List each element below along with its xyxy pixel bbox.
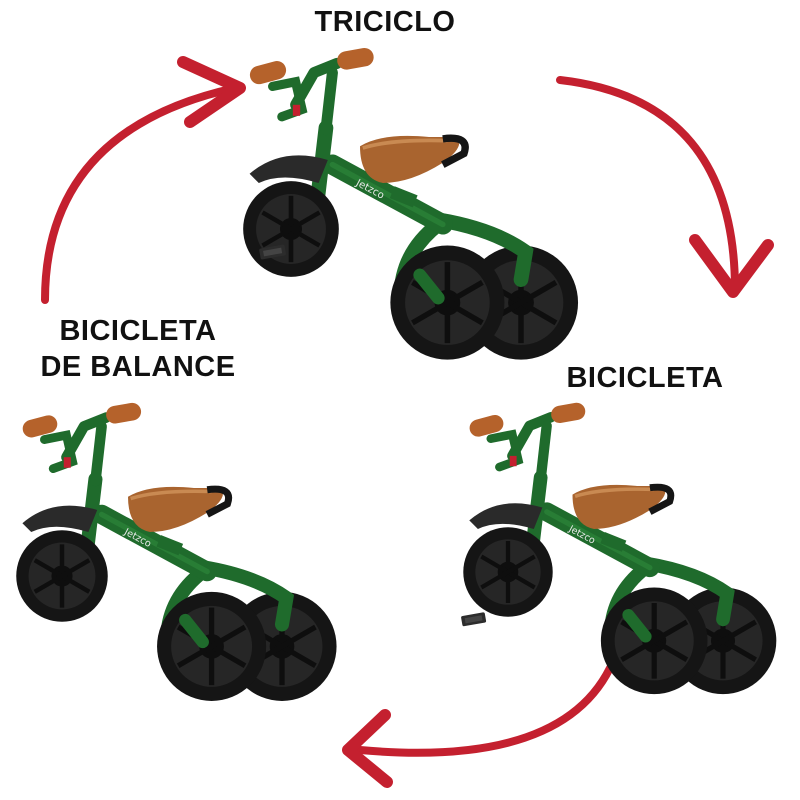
balance-bike-label: BICICLETA DE BALANCE bbox=[20, 313, 256, 385]
arrow-to-bicycle-icon bbox=[556, 76, 774, 298]
balance-bike-label-line1: BICICLETA bbox=[59, 315, 217, 347]
balance-bike-label-line2: DE BALANCE bbox=[40, 351, 236, 383]
arrow-to-tricycle-icon bbox=[41, 56, 246, 304]
balance-bike-image bbox=[16, 401, 336, 700]
tricycle-label: TRICICLO bbox=[314, 6, 456, 38]
tricycle-image bbox=[243, 47, 578, 360]
arrow-to-balance-bike-icon bbox=[342, 664, 614, 788]
bicycle-label: BICICLETA bbox=[566, 362, 724, 394]
bicycle-image bbox=[461, 401, 776, 694]
